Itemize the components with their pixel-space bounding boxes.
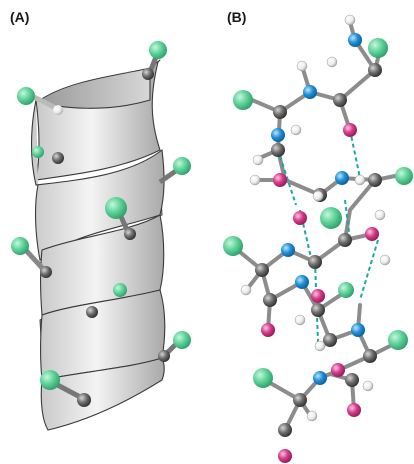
sidechain-carbon [52,152,64,164]
sidechain-group [173,331,191,349]
nitrogen-atoms [271,33,365,385]
sidechain-carbon [53,105,63,115]
sidechain-carbon [86,306,98,318]
sidechain-atoms [223,38,413,388]
sidechain-group [105,197,127,219]
sidechain-carbon [40,266,52,278]
sidechain-group [149,41,167,59]
sidechain-group [11,237,29,255]
hydrogen-atoms [240,14,391,422]
helix-sidechains [11,41,191,407]
panel-label-a: (A) [10,9,30,25]
sidechain-carbon [142,68,154,80]
ribbon-helix-panel [11,41,191,431]
sidechain-group [173,157,191,175]
panel-label-b: (B) [227,9,247,25]
oxygen-atoms [261,123,379,463]
sidechain-carbon [77,393,91,407]
sidechain-group [40,370,60,390]
sidechain-group [32,146,44,158]
sidechain-carbon [158,350,170,362]
sidechain-group [113,283,127,297]
ball-and-stick-panel [223,14,413,463]
hydrogen-bonds [277,129,379,343]
sidechain-group [17,87,35,105]
sidechain-carbon [124,228,136,240]
